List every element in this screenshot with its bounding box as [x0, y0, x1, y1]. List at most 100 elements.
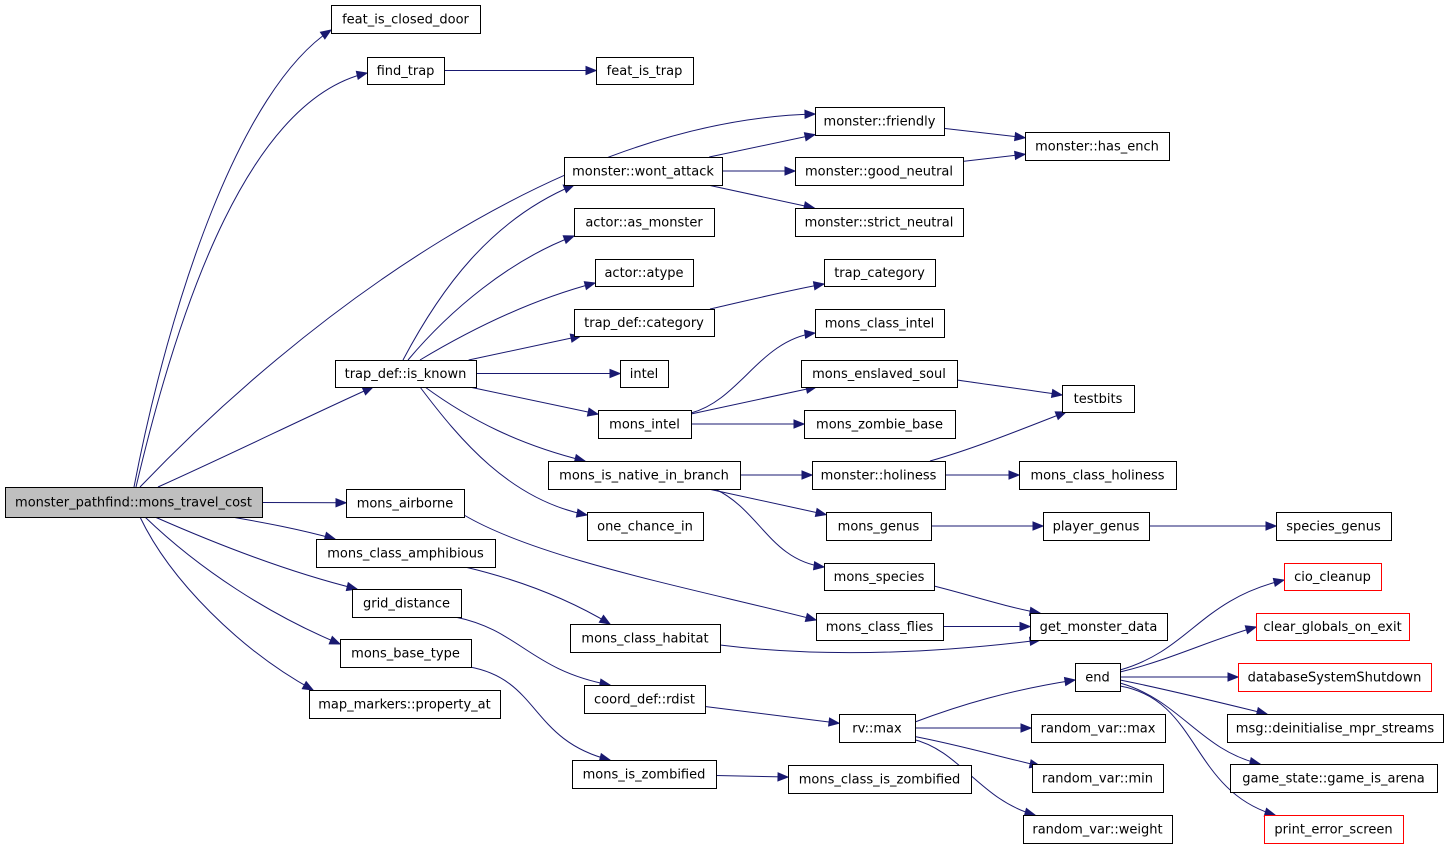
node-actor-atype[interactable]: actor::atype [595, 259, 694, 287]
node-monster-wont-attack[interactable]: monster::wont_attack [564, 157, 723, 186]
arrowhead [1063, 676, 1077, 687]
node-clear-globals-on-exit[interactable]: clear_globals_on_exit [1256, 613, 1410, 641]
node-find-trap[interactable]: find_trap [367, 57, 445, 85]
node-msg-deinitialise-mpr-streams[interactable]: msg::deinitialise_mpr_streams [1227, 714, 1444, 743]
node-rv-max[interactable]: rv::max [839, 714, 916, 743]
node-random-var-weight[interactable]: random_var::weight [1023, 815, 1173, 844]
node-root[interactable]: monster_pathfind::mons_travel_cost [5, 487, 263, 518]
node-mons-enslaved-soul[interactable]: mons_enslaved_soul [801, 360, 958, 388]
node-intel[interactable]: intel [620, 360, 669, 388]
node-one-chance-in[interactable]: one_chance_in [587, 512, 704, 541]
node-actor-as-monster[interactable]: actor::as_monster [574, 208, 715, 237]
node-label: mons_class_holiness [1030, 469, 1164, 484]
node-trap-def-is-known[interactable]: trap_def::is_known [335, 360, 477, 388]
node-label: monster::good_neutral [805, 165, 953, 180]
arrowhead [609, 368, 622, 379]
node-label: mons_airborne [357, 497, 454, 512]
arrowhead [345, 581, 359, 592]
node-feat-is-trap[interactable]: feat_is_trap [596, 57, 694, 85]
node-monster-strict-neutral[interactable]: monster::strict_neutral [795, 208, 964, 237]
node-monster-friendly[interactable]: monster::friendly [815, 107, 945, 136]
node-box [1031, 714, 1166, 743]
node-map-markers-property-at[interactable]: map_markers::property_at [309, 690, 501, 719]
node-box [824, 563, 935, 591]
edge-end-to-clear-globals-on-exit [1119, 625, 1258, 673]
arrowhead [562, 184, 576, 194]
node-mons-is-native-in-branch[interactable]: mons_is_native_in_branch [548, 461, 741, 490]
arrowhead [1265, 521, 1278, 531]
edge-line [943, 127, 1026, 139]
node-mons-base-type[interactable]: mons_base_type [340, 639, 472, 668]
node-end[interactable]: end [1075, 663, 1121, 692]
node-get-monster-data[interactable]: get_monster_data [1030, 613, 1168, 641]
node-random-var-max[interactable]: random_var::max [1031, 714, 1166, 743]
node-box [1025, 132, 1170, 161]
arrowhead [804, 109, 817, 119]
node-box [1276, 512, 1392, 541]
edge-line [424, 386, 586, 462]
node-label: monster::holiness [821, 469, 937, 484]
node-box [812, 461, 946, 490]
node-random-var-min[interactable]: random_var::min [1032, 764, 1164, 793]
node-monster-has-ench[interactable]: monster::has_ench [1025, 132, 1170, 161]
node-box [795, 208, 964, 237]
node-mons-is-zombified[interactable]: mons_is_zombified [572, 760, 717, 789]
edge-trap-def-is-known-to-one-chance-in [419, 386, 589, 518]
node-box [352, 589, 462, 618]
edge-line [231, 516, 336, 540]
arrowhead [575, 508, 589, 518]
edge-trap-def-is-known-to-mons-is-native-in-branch [424, 386, 587, 464]
node-mons-class-amphibious[interactable]: mons_class_amphibious [316, 539, 496, 568]
node-label: mons_intel [609, 418, 680, 433]
node-box [1284, 563, 1382, 591]
node-game-state-game-is-arena[interactable]: game_state::game_is_arena [1230, 764, 1438, 793]
node-label: trap_def::category [584, 316, 704, 331]
node-box [584, 685, 706, 714]
edge-monster-wont-attack-to-monster-good-neutral [722, 166, 797, 176]
node-mons-species[interactable]: mons_species [824, 563, 935, 591]
node-label: feat_is_closed_door [342, 13, 469, 28]
node-box [804, 410, 956, 439]
edge-monster-holiness-to-testbits [929, 411, 1068, 462]
edge-line [719, 639, 1041, 654]
edge-line [690, 332, 816, 414]
node-box [1238, 663, 1432, 692]
node-box [367, 57, 445, 85]
node-trap-category[interactable]: trap_category [824, 259, 936, 287]
node-label: mons_species [834, 570, 925, 585]
node-cio-cleanup[interactable]: cio_cleanup [1284, 563, 1382, 591]
node-mons-class-habitat[interactable]: mons_class_habitat [570, 624, 721, 653]
node-trap-def-category[interactable]: trap_def::category [574, 309, 715, 337]
node-label: grid_distance [363, 597, 450, 612]
node-grid-distance[interactable]: grid_distance [352, 589, 462, 618]
arrowhead [328, 635, 342, 645]
node-print-error-screen[interactable]: print_error_screen [1264, 815, 1404, 844]
edge-line [469, 386, 599, 415]
edge-line [154, 516, 358, 590]
node-mons-class-is-zombified[interactable]: mons_class_is_zombified [788, 765, 972, 794]
arrowhead [355, 70, 369, 80]
node-label: coord_def::rdist [594, 693, 695, 708]
node-label: player_genus [1053, 520, 1140, 535]
node-player-genus[interactable]: player_genus [1043, 512, 1150, 541]
node-mons-intel[interactable]: mons_intel [598, 410, 692, 439]
node-coord-def-rdist[interactable]: coord_def::rdist [584, 685, 706, 714]
node-label: clear_globals_on_exit [1263, 620, 1401, 635]
node-mons-class-intel[interactable]: mons_class_intel [815, 309, 945, 338]
edge-root-to-feat-is-closed-door [133, 29, 333, 488]
node-testbits[interactable]: testbits [1062, 385, 1135, 413]
edge-mons-is-zombified-to-mons-class-is-zombified [715, 772, 790, 782]
node-label: find_trap [377, 64, 435, 79]
node-databaseSystemShutdown[interactable]: databaseSystemShutdown [1238, 663, 1432, 692]
node-monster-good-neutral[interactable]: monster::good_neutral [795, 157, 964, 186]
node-mons-genus[interactable]: mons_genus [826, 512, 932, 541]
node-mons-class-holiness[interactable]: mons_class_holiness [1019, 461, 1177, 490]
node-mons-zombie-base[interactable]: mons_zombie_base [804, 410, 956, 439]
node-species-genus[interactable]: species_genus [1276, 512, 1392, 541]
node-feat-is-closed-door[interactable]: feat_is_closed_door [331, 5, 481, 34]
node-mons-class-flies[interactable]: mons_class_flies [816, 613, 944, 641]
arrowhead [804, 612, 818, 622]
node-mons-airborne[interactable]: mons_airborne [346, 489, 465, 518]
node-monster-holiness[interactable]: monster::holiness [812, 461, 946, 490]
edge-line [929, 411, 1067, 462]
